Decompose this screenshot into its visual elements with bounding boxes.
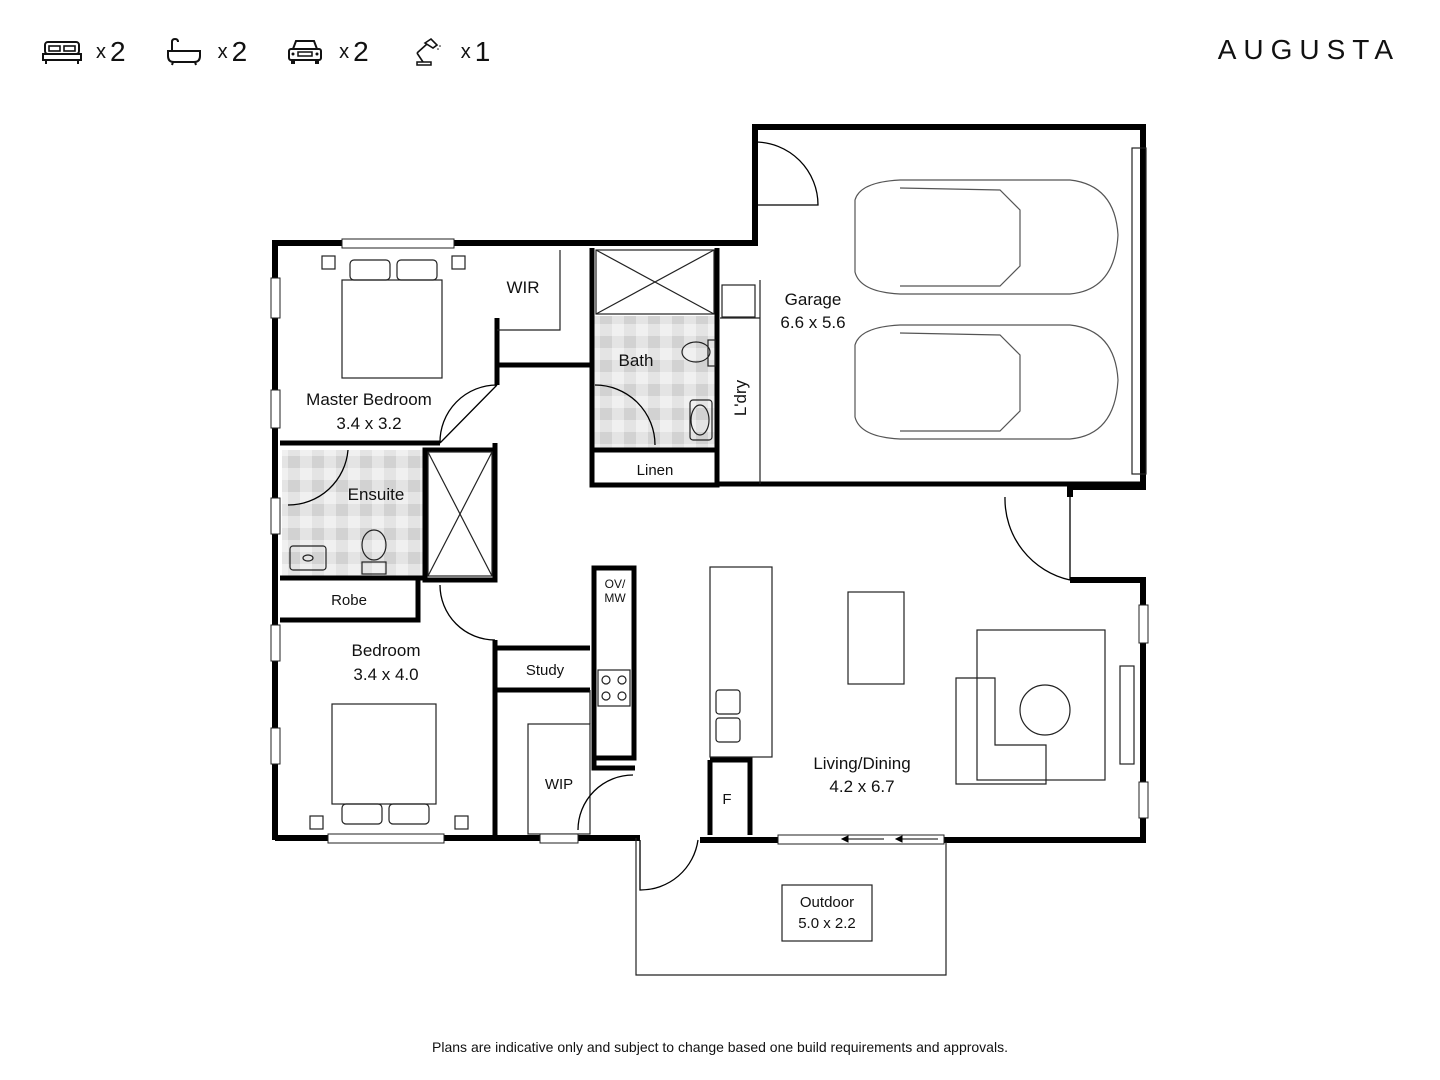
car-icon [288,40,323,64]
oven-label-line2: MW [604,591,626,605]
living-dining-size: 4.2 x 6.7 [829,777,894,796]
fridge-label: F [722,791,731,808]
study-count: 1 [474,36,491,67]
interior-walls [280,248,1143,838]
ensuite-label: Ensuite [348,485,405,504]
spec-prefix: x [96,40,106,63]
bathroom-count: 2 [231,36,248,67]
bed-icon [42,41,82,64]
study-lamp-icon [415,37,441,66]
garage-label: Garage [785,290,842,309]
spec-prefix: x [460,40,471,63]
door-swings [287,141,1071,891]
linen-label: Linen [637,462,674,479]
bedroom-label: Bedroom [352,641,421,660]
spec-prefix: x [339,40,350,63]
bedroom-count: 2 [110,36,126,67]
outdoor-size: 5.0 x 2.2 [798,915,856,932]
laundry-label: L'dry [731,379,750,416]
wir-label: WIR [506,278,539,297]
spec-prefix: x [217,40,228,63]
car-icon [854,179,1119,440]
outdoor-label: Outdoor [800,894,854,911]
oven-label-line1: OV/ [605,577,626,591]
bath-tiles [592,316,717,448]
brand-name: AUGUSTA [1217,34,1400,65]
disclaimer: Plans are indicative only and subject to… [432,1039,1008,1055]
car-count: 2 [353,36,369,67]
robe-label: Robe [331,592,367,609]
master-bedroom-label: Master Bedroom [306,390,432,409]
wip-label: WIP [545,776,573,793]
bath-icon [166,37,201,66]
garage-size: 6.6 x 5.6 [780,313,845,332]
master-bedroom-size: 3.4 x 3.2 [336,414,401,433]
sliding-door-arrows [840,835,938,843]
garage-door [754,141,819,206]
living-dining-label: Living/Dining [813,754,910,773]
fixtures [289,147,1147,976]
bath-label: Bath [619,351,654,370]
bedroom-size: 3.4 x 4.0 [353,665,418,684]
study-label: Study [526,662,565,679]
